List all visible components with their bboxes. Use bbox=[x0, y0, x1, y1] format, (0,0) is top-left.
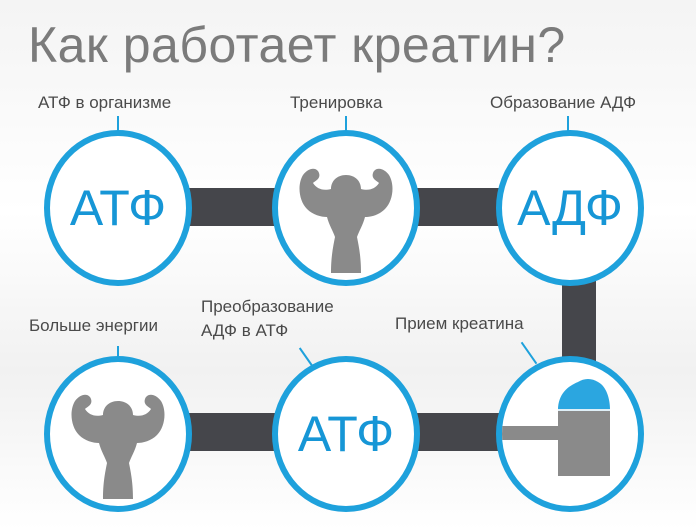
step-label-adp-formation: Образование АДФ bbox=[490, 93, 637, 112]
atp-text: АТФ bbox=[69, 180, 167, 236]
muscleman-icon bbox=[299, 168, 393, 273]
label-tick bbox=[117, 346, 119, 362]
step-label-training: Тренировка bbox=[290, 93, 383, 112]
step-circle-more-energy bbox=[44, 356, 192, 512]
page-title: Как работает креатин? bbox=[28, 17, 566, 73]
label-tick bbox=[345, 116, 347, 132]
step-label-creatine-intake: Прием креатина bbox=[395, 314, 524, 333]
step-circle-conversion: АТФ bbox=[272, 356, 420, 512]
muscleman-icon bbox=[71, 394, 165, 499]
step-label-more-energy: Больше энергии bbox=[29, 316, 158, 335]
label-tick bbox=[520, 341, 538, 365]
step-circle-training bbox=[272, 130, 420, 286]
connector-5-6 bbox=[180, 413, 290, 451]
atp-text: АТФ bbox=[297, 406, 395, 462]
step-circle-adp: АДФ bbox=[496, 130, 644, 286]
creatine-scoop-icon bbox=[502, 379, 610, 476]
step-label-conversion-2: АДФ в АТФ bbox=[201, 321, 289, 340]
step-label-conversion-1: Преобразование bbox=[201, 297, 334, 316]
label-tick bbox=[117, 116, 119, 132]
step-circle-atp: АТФ bbox=[44, 130, 192, 286]
step-circle-creatine bbox=[496, 356, 644, 512]
label-tick bbox=[567, 116, 569, 132]
connector-1-2 bbox=[180, 188, 290, 226]
adp-text: АДФ bbox=[517, 180, 623, 236]
label-tick bbox=[298, 347, 314, 367]
step-label-atp-body: АТФ в организме bbox=[38, 93, 172, 112]
